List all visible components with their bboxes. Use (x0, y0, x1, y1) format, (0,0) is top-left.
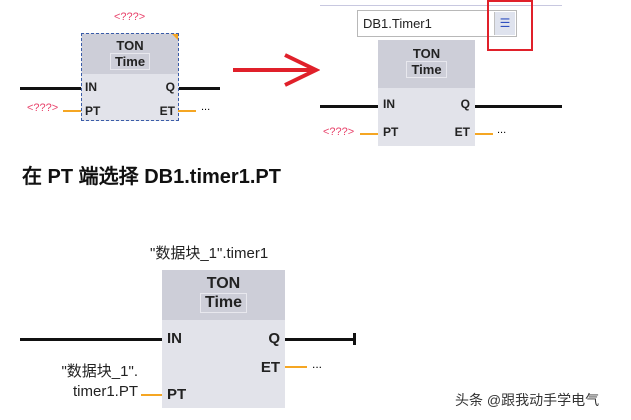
highlight-box (487, 0, 533, 51)
ton-block-2[interactable]: TON Time IN Q PT ET (378, 40, 475, 146)
pt-operand-line2: timer1.PT (72, 383, 138, 400)
et-wire (178, 110, 196, 112)
pt-wire (360, 133, 378, 135)
pt-wire (63, 110, 81, 112)
output-wire-q (475, 105, 562, 108)
pin-q: Q (268, 330, 280, 347)
output-wire-q (178, 87, 220, 90)
block-subtype[interactable]: Time (406, 61, 447, 78)
pin-et: ET (454, 125, 470, 139)
power-rail-in (320, 105, 378, 108)
ton-block-3[interactable]: TON Time IN Q PT ET (162, 270, 285, 408)
pin-pt: PT (383, 125, 399, 139)
et-operand[interactable]: ... (312, 357, 323, 371)
pt-operand[interactable]: "数据块_1". timer1.PT (38, 362, 138, 402)
ton-block-1[interactable]: TON Time IN Q PT ET (81, 33, 179, 121)
pin-q: Q (460, 97, 470, 111)
block-type: TON (412, 46, 441, 61)
pt-operand[interactable]: <???> (27, 102, 59, 114)
power-rail-in (20, 338, 162, 341)
pin-in: IN (85, 80, 97, 94)
pin-et: ET (260, 359, 280, 376)
power-rail-in (20, 87, 81, 90)
coil-end (353, 333, 356, 345)
block-subtype[interactable]: Time (199, 293, 248, 313)
arrow-right-icon (233, 53, 320, 87)
pt-wire (141, 394, 162, 396)
list-picker-icon[interactable]: ☰ (494, 12, 515, 35)
block-type: TON (116, 38, 144, 53)
pin-q: Q (165, 80, 175, 94)
caption: 在 PT 端选择 DB1.timer1.PT (22, 166, 281, 188)
block3-operand[interactable]: "数据块_1".timer1 (150, 245, 269, 262)
corner-marker-icon (172, 34, 178, 40)
output-wire-q (285, 338, 354, 341)
pt-operand[interactable]: <???> (323, 126, 355, 138)
instance-field[interactable]: DB1.Timer1 ☰ (357, 10, 517, 37)
pin-et: ET (159, 104, 175, 118)
instance-field-value: DB1.Timer1 (363, 16, 432, 31)
pin-in: IN (383, 97, 395, 111)
pin-pt: PT (167, 386, 187, 403)
watermark: 头条 @跟我动手学电气 (455, 392, 600, 408)
block1-operand[interactable]: <???> (114, 11, 146, 23)
pin-pt: PT (85, 104, 101, 118)
et-wire (475, 133, 493, 135)
et-operand[interactable]: ... (201, 101, 211, 113)
block-type: TON (206, 275, 241, 292)
et-operand[interactable]: ... (497, 124, 507, 136)
block-subtype[interactable]: Time (109, 53, 151, 70)
et-wire (285, 366, 307, 368)
network-divider (320, 5, 562, 6)
pin-in: IN (167, 330, 182, 347)
pt-operand-line1: "数据块_1". (61, 363, 138, 380)
